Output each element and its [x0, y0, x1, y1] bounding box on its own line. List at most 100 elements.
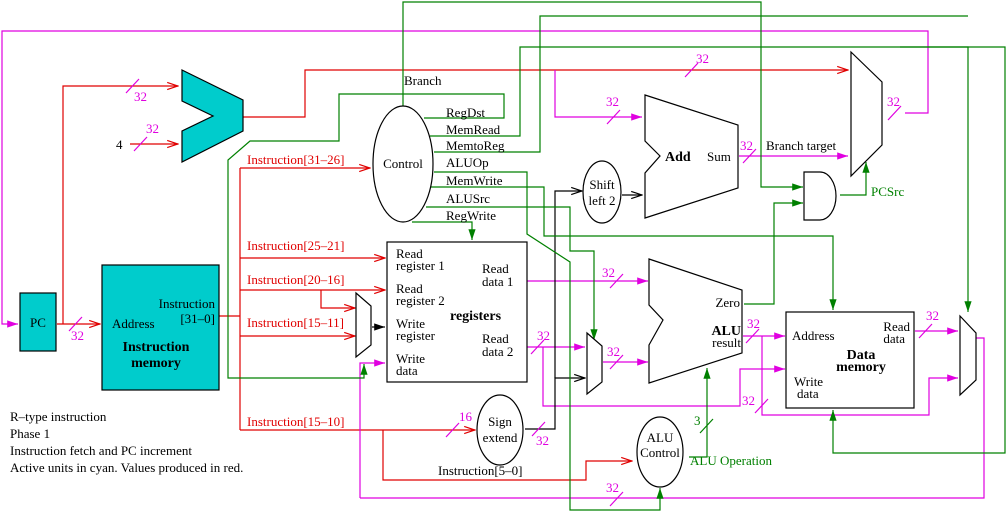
- shift-label-2: left 2: [588, 193, 615, 208]
- wire-funct: [382, 430, 632, 481]
- field-31-26: Instruction[31–26]: [247, 152, 344, 167]
- wire-sign-ext-out: [525, 378, 585, 430]
- imem-address-label: Address: [112, 316, 155, 331]
- dmem-write-label-2: data: [797, 386, 819, 401]
- constant-4: 4: [116, 137, 123, 152]
- width-label: 32: [536, 433, 549, 448]
- dmem-read-label: Read: [883, 319, 910, 334]
- reg-write-data: Write: [396, 351, 425, 366]
- data-memory: [785, 311, 915, 409]
- wire-next-pc: [1, 30, 929, 328]
- registers-title: registers: [450, 309, 502, 324]
- signal-regdst: RegDst: [446, 105, 485, 120]
- width-label: 32: [606, 480, 619, 495]
- reg-write-reg: Write: [396, 316, 425, 331]
- width-label: 32: [696, 51, 709, 66]
- alusrc-mux: [586, 331, 603, 396]
- wire-branch: [402, 1, 803, 191]
- dmem-read-label-2: data: [883, 331, 905, 346]
- signal-branch: Branch: [404, 73, 442, 88]
- field-15-0: Instruction[15–10]: [247, 414, 344, 429]
- alu: [648, 258, 743, 384]
- bus-width-ticks: [68, 62, 933, 507]
- reg-write-data-b: data: [396, 363, 418, 378]
- reg-read-reg1: Read: [396, 246, 423, 261]
- imem-out-bits: [31–0]: [180, 311, 215, 326]
- dmem-write-label: Write: [794, 374, 823, 389]
- reg-read-data1: Read: [482, 261, 509, 276]
- wire-memwrite: [431, 186, 837, 310]
- signal-memwrite: MemWrite: [446, 173, 503, 188]
- reg-read-data2-b: data 2: [482, 344, 513, 359]
- width-label: 32: [606, 94, 619, 109]
- branch-and-gate: [803, 171, 837, 221]
- sign-extend-label-1: Sign: [488, 414, 512, 429]
- wire-rt-to-mux: [320, 290, 355, 308]
- wire-alusrc: [426, 206, 598, 340]
- wire-to-shift: [554, 191, 582, 378]
- control-unit: [372, 105, 434, 223]
- adder-sum-label: Sum: [707, 149, 731, 164]
- reg-write-reg-b: register: [396, 328, 436, 343]
- alu-zero-label: Zero: [715, 295, 740, 310]
- control-label: Control: [383, 156, 423, 171]
- pc-label: PC: [30, 315, 46, 330]
- signal-memread: MemRead: [446, 122, 501, 137]
- pc-source-mux: [850, 50, 883, 178]
- wire-pc-plus-4: [243, 70, 848, 118]
- branch-target-label: Branch target: [766, 138, 837, 153]
- imem-title: Instruction: [123, 340, 190, 355]
- width-label: 32: [537, 328, 550, 343]
- field-15-11: Instruction[15–11]: [247, 315, 344, 330]
- reg-read-reg2: Read: [396, 281, 423, 296]
- alu-control-label-1: ALU: [647, 430, 674, 445]
- width-label: 32: [607, 344, 620, 359]
- reg-read-reg1-b: register 1: [396, 258, 445, 273]
- width-label-16: 16: [459, 409, 473, 424]
- pcsrc-label: PCSrc: [871, 184, 904, 199]
- width-label: 32: [134, 89, 147, 104]
- wire-pc4-to-branch-adder: [554, 70, 642, 121]
- alu-control-label-2: Control: [640, 445, 680, 460]
- field-20-16: Instruction[20–16]: [247, 272, 344, 287]
- regdst-mux: [355, 291, 372, 359]
- alu-control: [636, 416, 684, 488]
- wire-regdst: [227, 93, 505, 379]
- shift-label-1: Shift: [589, 177, 615, 192]
- imem-out-label: Instruction: [159, 296, 216, 311]
- imem-title-2: memory: [131, 356, 181, 371]
- caption-line-2: Phase 1: [10, 426, 50, 441]
- width-label: 32: [146, 121, 159, 136]
- width-label: 32: [747, 316, 760, 331]
- wire-memtoreg: [434, 15, 968, 153]
- alu-result-label-2: result: [712, 335, 741, 350]
- dmem-title: Data: [847, 348, 876, 363]
- wire-aluop: [434, 171, 664, 511]
- dmem-title-2: memory: [836, 360, 886, 375]
- reg-read-data2: Read: [482, 331, 509, 346]
- field-5-0: Instruction[5–0]: [438, 463, 522, 478]
- caption-line-3: Instruction fetch and PC increment: [10, 443, 192, 458]
- wire-write-data: [359, 359, 385, 498]
- caption-line-4: Active units in cyan. Values produced in…: [10, 460, 243, 475]
- wire-pcsrc: [840, 162, 870, 196]
- wire-regwrite: [412, 221, 476, 240]
- alu-result-label: ALU: [711, 324, 741, 339]
- signal-alusrc: ALUSrc: [446, 191, 490, 206]
- wire-memread-memtoreg: [430, 46, 972, 312]
- wire-zero: [744, 199, 803, 305]
- caption-line-1: R–type instruction: [10, 409, 107, 424]
- width-label: 32: [602, 265, 615, 280]
- wire-alu-operation: [689, 368, 711, 458]
- width-label-3: 3: [694, 413, 701, 428]
- width-label: 32: [926, 308, 939, 323]
- dmem-address-label: Address: [792, 328, 835, 343]
- wire-memread: [829, 46, 1006, 454]
- wire-write-data-mem: [542, 347, 785, 407]
- sign-extend-label-2: extend: [483, 430, 518, 445]
- shift-left-2: [582, 160, 622, 224]
- width-label: 32: [71, 328, 84, 343]
- adder-label: Add: [665, 150, 691, 165]
